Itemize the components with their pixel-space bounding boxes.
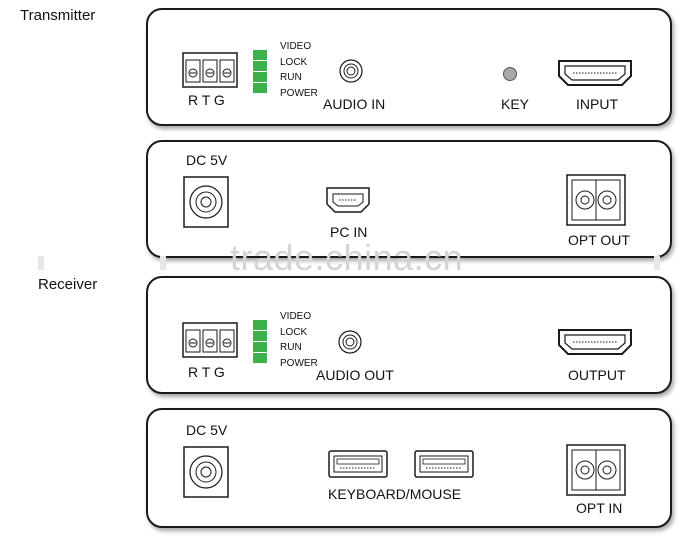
opt-in-label: OPT IN	[576, 500, 623, 516]
pc-in-label: PC IN	[330, 224, 368, 240]
dc-label: DC 5V	[186, 422, 228, 438]
transmitter-rear-panel: DC 5V PC IN OPT OUT	[146, 140, 672, 258]
led-labels: VIDEO LOCK RUN POWER	[280, 41, 318, 99]
transmitter-front-panel: R T G VIDEO LOCK RUN POWER AUDIO IN KEY …	[146, 8, 672, 126]
receiver-label: Receiver	[38, 276, 98, 293]
terminal-label: R T G	[188, 364, 225, 380]
edge-mark	[160, 256, 166, 270]
transmitter-label: Transmitter	[20, 7, 96, 24]
key-button-icon	[503, 67, 517, 81]
hdmi-port-icon	[558, 60, 632, 86]
keyboard-mouse-label: KEYBOARD/MOUSE	[328, 486, 462, 502]
terminal-block-icon	[182, 322, 238, 358]
usb-a-port-icon	[414, 450, 474, 478]
usb-a-port-icon	[328, 450, 388, 478]
terminal-block-icon	[182, 52, 238, 88]
audio-jack-icon	[339, 59, 363, 83]
led-indicator-icon	[253, 50, 267, 93]
hdmi-output-label: OUTPUT	[568, 367, 626, 383]
hdmi-input-label: INPUT	[576, 96, 618, 112]
key-label: KEY	[501, 96, 530, 112]
opt-out-label: OPT OUT	[568, 232, 630, 248]
dc-power-jack-icon	[183, 176, 229, 228]
mini-usb-port-icon	[326, 187, 370, 213]
edge-mark	[38, 256, 44, 270]
optical-port-icon	[566, 444, 626, 496]
terminal-label: R T G	[188, 92, 225, 108]
led-labels: VIDEO LOCK RUN POWER	[280, 311, 318, 369]
receiver-rear-panel: DC 5V KEYBOARD/MOUSE OPT IN	[146, 408, 672, 528]
receiver-front-panel: R T G VIDEO LOCK RUN POWER AUDIO OUT OUT…	[146, 276, 672, 394]
edge-mark	[654, 256, 660, 270]
audio-jack-icon	[338, 330, 362, 354]
optical-port-icon	[566, 174, 626, 226]
led-indicator-icon	[253, 320, 267, 363]
audio-in-label: AUDIO IN	[323, 96, 386, 112]
audio-out-label: AUDIO OUT	[316, 367, 394, 383]
dc-label: DC 5V	[186, 152, 228, 168]
dc-power-jack-icon	[183, 446, 229, 498]
watermark-text: trade.china.cn	[230, 237, 464, 278]
hdmi-port-icon	[558, 329, 632, 355]
